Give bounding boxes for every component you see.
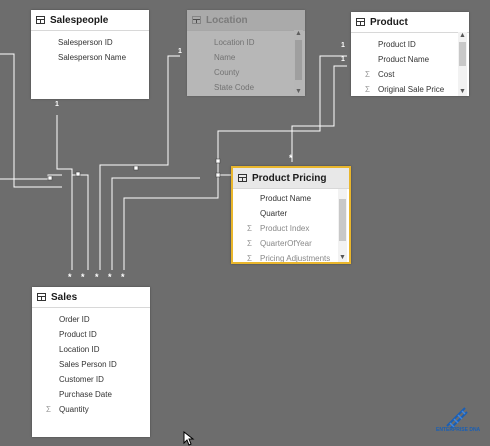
field-label: Salesperson Name — [58, 53, 127, 62]
field-label: Order ID — [59, 315, 90, 324]
scroll-down-icon[interactable]: ▼ — [459, 88, 466, 95]
scrollbar[interactable]: ▼ — [338, 189, 347, 262]
table-location[interactable]: Location Location ID Name County State C… — [187, 10, 305, 96]
table-header[interactable]: Salespeople — [31, 10, 149, 31]
logo-text: ENTERPRISE DNA — [436, 427, 481, 433]
table-icon — [36, 16, 45, 24]
scroll-up-icon[interactable]: ▲ — [459, 32, 466, 39]
field-item[interactable]: Σ Quantity — [32, 402, 150, 417]
field-label: Original Sale Price — [378, 85, 445, 94]
field-label: Pricing Adjustments — [260, 254, 331, 263]
field-label: Product Name — [260, 194, 312, 203]
field-label: Location ID — [214, 38, 255, 47]
field-item[interactable]: State Code — [187, 80, 305, 95]
field-item[interactable]: Product ID — [351, 37, 469, 52]
field-label: Quantity — [59, 405, 89, 414]
field-item[interactable]: Product Name — [233, 191, 349, 206]
cardinality-one: 1 — [55, 101, 59, 108]
scrollbar-thumb[interactable] — [459, 42, 466, 66]
field-item[interactable]: Σ Cost — [351, 67, 469, 82]
sigma-icon: Σ — [247, 239, 252, 248]
scrollbar-thumb[interactable] — [295, 40, 302, 80]
field-item[interactable]: Σ Pricing Adjustments — [233, 251, 349, 263]
field-item[interactable]: Location ID — [187, 35, 305, 50]
scrollbar-thumb[interactable] — [339, 199, 346, 241]
field-label: State Code — [214, 83, 255, 92]
field-item[interactable]: Order ID — [32, 312, 150, 327]
field-item[interactable]: Purchase Date — [32, 387, 150, 402]
field-label: Quarter — [260, 209, 288, 218]
field-item[interactable]: Σ Product Index — [233, 221, 349, 236]
cardinality-many: * — [108, 272, 112, 282]
table-header[interactable]: Product Pricing — [233, 168, 349, 189]
scrollbar[interactable]: ▲ ▼ — [458, 32, 467, 96]
scroll-down-icon[interactable]: ▼ — [295, 88, 302, 95]
cardinality-one: 1 — [178, 48, 182, 55]
field-item[interactable]: Σ Original Sale Price — [351, 82, 469, 96]
table-header[interactable]: Product — [351, 12, 469, 33]
field-item[interactable]: Name — [187, 50, 305, 65]
field-item[interactable]: Salesperson Name — [31, 50, 149, 65]
table-title: Product — [370, 16, 408, 28]
field-label: Purchase Date — [59, 390, 112, 399]
field-item[interactable]: Sales Person ID — [32, 357, 150, 372]
cardinality-one: 1 — [341, 42, 345, 49]
sigma-icon: Σ — [365, 85, 370, 94]
table-title: Sales — [51, 291, 78, 303]
field-label: Product Name — [378, 55, 430, 64]
table-product-pricing[interactable]: Product Pricing Product Name Quarter Σ Pr… — [231, 166, 351, 264]
scroll-up-icon[interactable]: ▲ — [295, 30, 302, 37]
cursor-arrow-icon — [183, 431, 195, 446]
field-label: Salesperson ID — [58, 38, 113, 47]
field-label: Product ID — [59, 330, 97, 339]
field-label: Name — [214, 53, 236, 62]
sigma-icon: Σ — [247, 224, 252, 233]
field-label: QuarterOfYear — [260, 239, 312, 248]
field-item[interactable]: Quarter — [233, 206, 349, 221]
cardinality-many: * — [289, 153, 293, 163]
sigma-icon: Σ — [46, 405, 51, 414]
field-item[interactable]: Location ID — [32, 342, 150, 357]
table-title: Salespeople — [50, 14, 109, 26]
table-title: Location — [206, 14, 248, 26]
table-sales[interactable]: Sales Order ID Product ID Location ID Sa… — [32, 287, 150, 437]
field-item[interactable]: Customer ID — [32, 372, 150, 387]
scroll-down-icon[interactable]: ▼ — [339, 254, 346, 261]
scrollbar[interactable]: ▲ ▼ — [294, 30, 303, 96]
field-item[interactable]: Σ QuarterOfYear — [233, 236, 349, 251]
field-label: Product Index — [260, 224, 310, 233]
field-label: Customer ID — [59, 375, 104, 384]
table-icon — [192, 16, 201, 24]
field-item[interactable]: County — [187, 65, 305, 80]
field-label: Sales Person ID — [59, 360, 117, 369]
cardinality-many: * — [95, 272, 99, 282]
table-header[interactable]: Location — [187, 10, 305, 31]
enterprise-dna-logo-icon — [446, 407, 468, 429]
cardinality-many: * — [121, 272, 125, 282]
cardinality-many: * — [81, 272, 85, 282]
field-label: County — [214, 68, 240, 77]
field-label: Product ID — [378, 40, 416, 49]
field-label: Cost — [378, 70, 395, 79]
table-header[interactable]: Sales — [32, 287, 150, 308]
field-item[interactable]: Product Name — [351, 52, 469, 67]
table-salespeople[interactable]: Salespeople Salesperson ID Salesperson N… — [31, 10, 149, 99]
table-icon — [37, 293, 46, 301]
field-label: Location ID — [59, 345, 100, 354]
table-icon — [238, 174, 247, 182]
cardinality-one: 1 — [341, 56, 345, 63]
cardinality-many: * — [68, 272, 72, 282]
table-icon — [356, 18, 365, 26]
field-item[interactable]: Product ID — [32, 327, 150, 342]
table-title: Product Pricing — [252, 172, 327, 184]
sigma-icon: Σ — [365, 70, 370, 79]
field-item[interactable]: Salesperson ID — [31, 35, 149, 50]
sigma-icon: Σ — [247, 254, 252, 263]
